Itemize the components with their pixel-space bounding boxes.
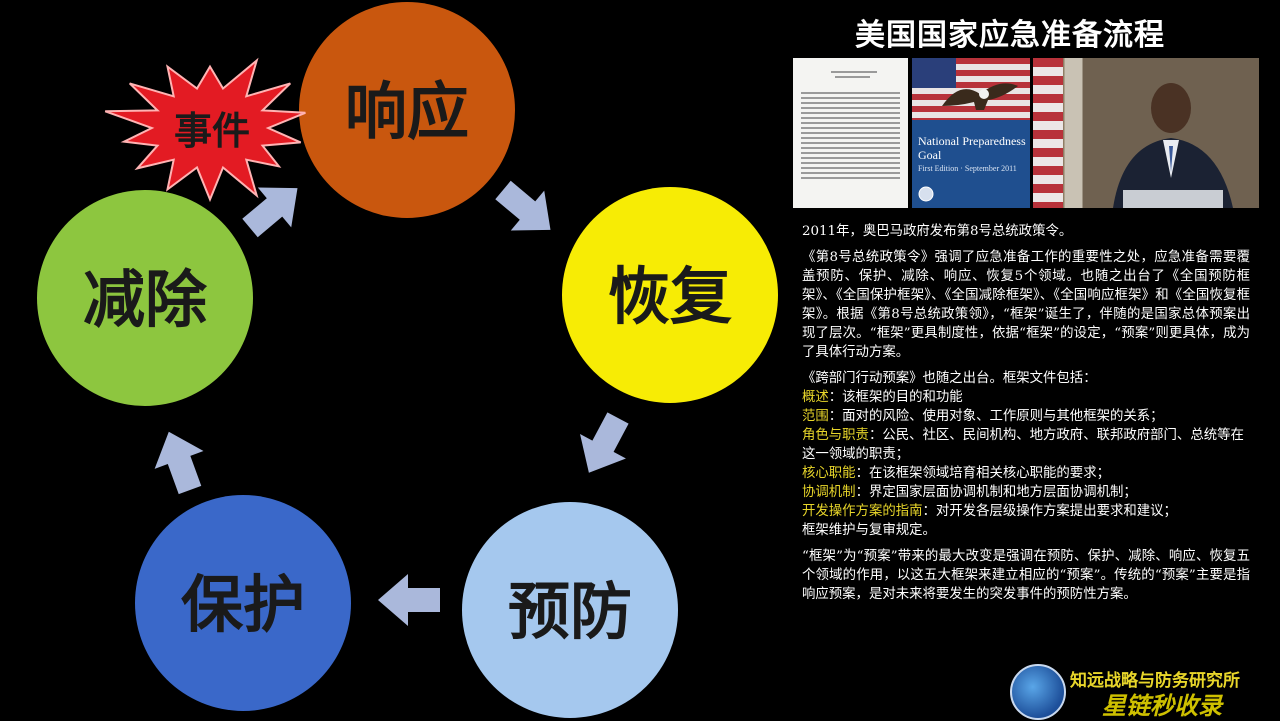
president-speech-photo [1033,58,1259,208]
arrow-recovery-to-prevention [580,412,629,473]
framework-item: 角色与职责：公民、社区、民间机构、地方政府、联邦政府部门、总统等在这一领域的职责… [802,426,1250,464]
cycle-arrows [154,180,629,626]
framework-item: 协调机制：界定国家层面协调机制和地方层面协调机制； [802,483,1250,502]
node-protection-circle [135,495,351,711]
institute-logo-icon [1010,664,1066,720]
framework-list-tail: 框架维护与复审规定。 [802,523,936,538]
cover-title: National Preparedness Goal [918,134,1026,162]
node-mitigation-label: 减除 [83,263,208,336]
watermark: 星链秒收录 [1102,692,1222,720]
event-burst [104,57,306,203]
framework-item-desc: ：在该框架领域培育相关核心职能的要求； [855,466,1110,481]
policy-text-panel: 2011年，奥巴马政府发布第8号总统政策令。 《第8号总统政策令》强调了应急准备… [802,222,1250,611]
framework-item-desc: ：对开发各层级操作方案提出要求和建议； [922,504,1177,519]
speaker-figure [1113,83,1233,208]
framework-item-desc: ：公民、社区、民间机构、地方政府、联邦政府部门、总统等在这一领域的职责； [802,428,1244,462]
framework-item-desc: ：面对的风险、使用对象、工作原则与其他框架的关系； [828,409,1164,424]
framework-item: 开发操作方案的指南：对开发各层级操作方案提出要求和建议； [802,502,1250,521]
arrow-prevention-to-protection [378,574,440,626]
framework-item-desc: ：该框架的目的和功能 [828,390,963,405]
framework-item-term: 角色与职责 [802,428,869,443]
node-prevention-label: 预防 [508,575,632,648]
node-response-label: 响应 [345,75,469,148]
flag-canton [912,58,956,88]
intro-paragraph: 2011年，奥巴马政府发布第8号总统政策令。 [802,224,1073,239]
framework-list-intro: 《跨部门行动预案》也随之出台。框架文件包括： [802,371,1097,386]
framework-item-term: 开发操作方案的指南 [802,504,923,519]
photo-flag [1033,58,1063,208]
dhs-seal-icon [918,186,934,202]
conclusion-paragraph: “框架”为“预案”带来的最大改变是强调在预防、保护、减除、响应、恢复五个领域的作… [802,549,1250,602]
framework-item: 核心职能：在该框架领域培育相关核心职能的要求； [802,464,1250,483]
arrow-response-to-recovery [495,180,551,231]
node-protection-label: 保护 [181,568,305,641]
node-recovery-label: 恢复 [608,260,732,333]
framework-list: 《跨部门行动预案》也随之出台。框架文件包括： 概述：该框架的目的和功能 范围：面… [802,369,1250,540]
framework-item-term: 范围 [802,409,829,424]
policy-paragraph: 《第8号总统政策令》强调了应急准备工作的重要性之处，应急准备需要覆盖预防、保护、… [802,250,1250,360]
arrow-mitigation-to-response [242,187,298,238]
framework-item: 概述：该框架的目的和功能 [802,388,1250,407]
node-mitigation-circle [37,190,253,406]
node-prevention-circle [462,502,678,718]
framework-item-term: 协调机制 [802,485,856,500]
framework-item-term: 概述 [802,390,829,405]
node-recovery-circle [562,187,778,403]
framework-item: 范围：面对的风险、使用对象、工作原则与其他框架的关系； [802,407,1250,426]
framework-item-desc: ：界定国家层面协调机制和地方层面协调机制； [855,485,1137,500]
footer-branding: 知远战略与防务研究所 星链秒收录 [1010,662,1270,720]
policy-document-image [793,58,908,208]
cover-subtitle: First Edition · September 2011 [918,164,1017,173]
national-preparedness-goal-cover: National Preparedness Goal First Edition… [912,58,1030,208]
eagle-icon [942,83,1018,110]
event-label: 事件 [174,109,250,153]
framework-item-term: 核心职能 [802,466,856,481]
node-response-circle [299,2,515,218]
arrow-protection-to-mitigation [154,431,204,495]
institute-name: 知远战略与防务研究所 [1070,671,1240,691]
panel-title: 美国国家应急准备流程 [855,18,1165,53]
